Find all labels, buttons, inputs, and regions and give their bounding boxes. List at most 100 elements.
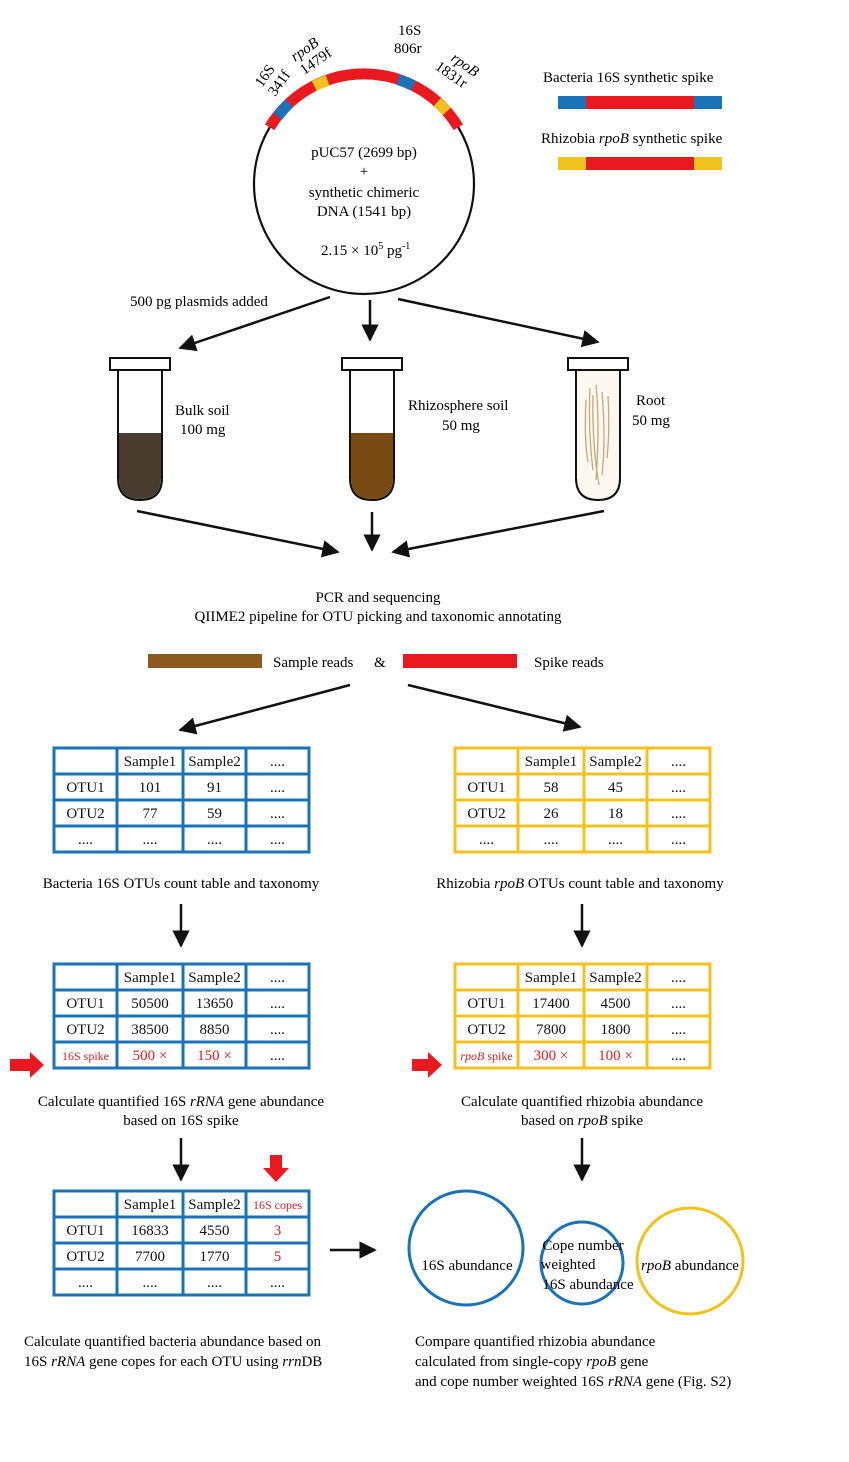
legend-bacteria-label: Bacteria 16S synthetic spike	[543, 70, 714, 86]
rhizosphere-soil-amount: 50 mg	[442, 418, 480, 434]
table-header-cell: Sample1	[525, 970, 578, 986]
table-cell: ....	[671, 806, 686, 822]
table-cell: ....	[270, 1022, 285, 1038]
table-cell: 45	[608, 780, 623, 796]
table-cell: ....	[207, 832, 222, 848]
svg-text:806r: 806r	[394, 41, 422, 57]
table-cell: OTU2	[467, 1022, 505, 1038]
table-cell: OTU2	[467, 806, 505, 822]
arrows-down-row2	[172, 904, 591, 948]
compare-l1: Compare quantified rhizobia abundance	[415, 1334, 656, 1350]
legend-rhizobia-label: Rhizobia rpoB synthetic spike	[541, 131, 723, 147]
table-cell: 101	[139, 780, 162, 796]
caption-16s-table3-l1: Calculate quantified bacteria abundance …	[24, 1334, 321, 1350]
circle-rpob-abundance	[635, 1206, 745, 1316]
caption-rpob-table2-l1: Calculate quantified rhizobia abundance	[461, 1094, 703, 1110]
table-cell: OTU2	[66, 1249, 104, 1265]
legend-rhizobia-bar	[558, 157, 722, 170]
primer-rpob-1479f	[311, 75, 330, 91]
table-cell: ....	[671, 996, 686, 1012]
caption-16s-table3-l2: 16S rRNA gene copes for each OTU using r…	[24, 1354, 322, 1370]
tube-bulk-soil: Bulk soil 100 mg	[109, 357, 230, 502]
table-cell: ....	[78, 1275, 93, 1291]
table-cell: 3	[274, 1223, 282, 1239]
table-cell: 17400	[532, 996, 570, 1012]
table-header-cell: Sample2	[188, 970, 241, 986]
table-cell: ....	[270, 1275, 285, 1291]
sample-reads-label: Sample reads	[273, 655, 354, 671]
c2-label-1: Cope number	[542, 1238, 623, 1254]
table-cell: OTU1	[467, 780, 505, 796]
table-cell: ....	[143, 1275, 158, 1291]
c2-label-3: 16S abundance	[542, 1277, 634, 1293]
root-amount: 50 mg	[632, 413, 670, 429]
plasmid-line1: pUC57 (2699 bp)	[311, 145, 417, 161]
table-header-cell: Sample1	[124, 1197, 177, 1213]
table-cell: ....	[479, 832, 494, 848]
table-cell: ....	[671, 1048, 686, 1064]
table-header-cell: ....	[671, 754, 686, 770]
primer-16s-341f	[273, 99, 294, 120]
spike-arc	[264, 68, 464, 131]
table-cell: rpoB spike	[460, 1049, 512, 1063]
table-cell: 58	[544, 780, 559, 796]
table-cell: 150 ×	[197, 1048, 232, 1064]
table-cell: OTU1	[66, 996, 104, 1012]
spike-reads-bar	[403, 654, 517, 668]
table-cell: 300 ×	[534, 1048, 569, 1064]
table-cell: ....	[143, 832, 158, 848]
table-cell: ....	[270, 1048, 285, 1064]
svg-text:16S: 16S	[398, 23, 421, 39]
table-cell: OTU2	[66, 1022, 104, 1038]
circle-16s-abundance	[407, 1189, 525, 1307]
label-16s-341f: 16S 341f	[252, 62, 294, 99]
table-header-cell: ....	[270, 970, 285, 986]
table-header-cell: Sample1	[525, 754, 578, 770]
table-cell: 13650	[196, 996, 234, 1012]
table-cell: 8850	[200, 1022, 230, 1038]
table-header-cell: Sample2	[589, 970, 642, 986]
pointer-rpob-spike	[412, 1052, 442, 1078]
table-cell: ....	[270, 806, 285, 822]
table-cell: ....	[671, 1022, 686, 1038]
tube-root: Root 50 mg	[567, 357, 670, 502]
table-cell: 7800	[536, 1022, 566, 1038]
caption-rpob-table2-l2: based on rpoB spike	[521, 1113, 643, 1129]
legend-bacteria-bar	[558, 96, 722, 109]
abundance-circles: 16S abundance Cope number weighted 16S a…	[407, 1189, 745, 1316]
table-cell: OTU2	[66, 806, 104, 822]
table-cell: ....	[270, 996, 285, 1012]
table-header-cell: ....	[671, 970, 686, 986]
primer-16s-806r	[396, 74, 416, 91]
plasmid-line2: synthetic chimeric	[309, 185, 420, 201]
arrows-to-tables	[178, 683, 582, 735]
table-cell: ....	[671, 780, 686, 796]
table-cell: ....	[78, 832, 93, 848]
table-header-cell: Sample1	[124, 970, 177, 986]
pcr-line1: PCR and sequencing	[316, 590, 441, 606]
reads-legend: Sample reads & Spike reads	[148, 654, 604, 671]
arrows-down-row3	[172, 1138, 591, 1182]
table-cell: ....	[544, 832, 559, 848]
bulk-soil-amount: 100 mg	[180, 422, 226, 438]
circle-weighted-16s	[539, 1220, 625, 1306]
table-cell: ....	[270, 832, 285, 848]
pointer-16s-spike	[10, 1052, 44, 1078]
plasmid-plus: +	[360, 164, 368, 180]
table-cell: 500 ×	[133, 1048, 168, 1064]
table-cell: 18	[608, 806, 623, 822]
table-cell: 50500	[131, 996, 169, 1012]
tube-rhizosphere-soil: Rhizosphere soil 50 mg	[341, 357, 508, 502]
plasmid: 16S 341f rpoB 1479f 16S 806r rpoB 1831r …	[252, 23, 481, 296]
table-cell: ....	[608, 832, 623, 848]
root-name: Root	[636, 393, 666, 409]
table-cell: 16833	[131, 1223, 169, 1239]
table-header-cell: Sample2	[188, 754, 241, 770]
c3-label: rpoB abundance	[641, 1258, 739, 1274]
table-cell: 4550	[200, 1223, 230, 1239]
